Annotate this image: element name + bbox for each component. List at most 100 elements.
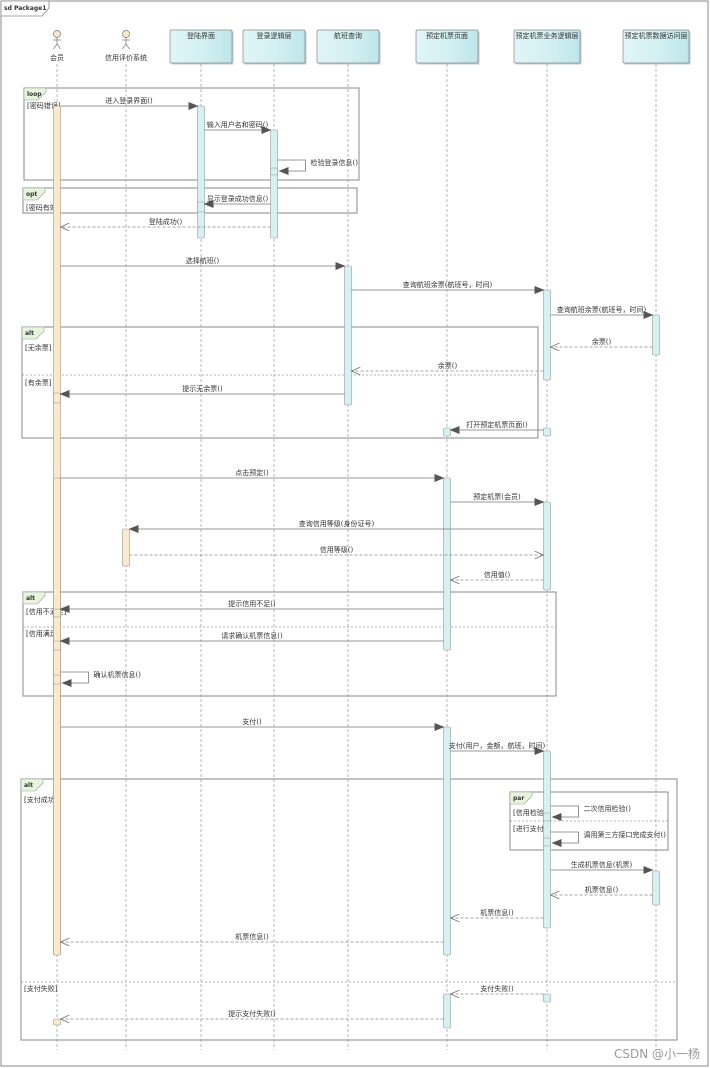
activation-bar [53,1018,61,1026]
message-label: 余票() [438,361,458,370]
fragment-guard: [密码有效] [26,203,60,212]
message: 调用第三方接口完成支付() [550,830,666,847]
message: 查询信用等级(身份证号) [128,519,544,533]
message-label: 信用等级() [320,545,354,554]
actor-legs-icon [122,43,130,50]
message-label: 提示信用不足() [228,599,276,608]
lifeline-label: 登录逻辑层 [257,31,292,40]
fragment-border [20,778,678,1041]
message: 支付() [60,717,445,731]
activation-bar [53,392,61,404]
fragment-border [22,591,557,697]
self-message-arrow [277,159,306,175]
message: 机票信息() [61,932,444,942]
lifeline-label: 预定机票页面 [426,31,468,40]
message: 请求确认机票信息() [59,631,444,645]
activation-bar [53,477,61,956]
message-label: 二次信用检验() [584,804,632,813]
lifeline-flight_query: 航班查询 [316,29,381,1050]
message-label: 查询信用等级(身份证号) [299,519,375,528]
message-label: 支付() [242,717,262,726]
fragment-operator: alt [26,595,35,602]
activation-bar [344,265,352,406]
message-label: 点击预定() [235,468,269,477]
activation-bar [543,289,551,381]
message-label: 提示支付失败() [228,1009,276,1018]
activation-bar [53,608,61,618]
message: 生成机票信息(机票) [550,860,654,874]
fragment-alt: alt[无余票][有余票] [21,326,539,439]
lifeline-label: 预定机票业务逻辑层 [516,31,579,40]
message-label: 机票信息() [235,932,269,941]
fragment-operator: opt [26,191,37,198]
message-label: 选择航班() [186,256,220,265]
watermark: CSDN @小一杨 [613,1047,700,1061]
activation-bar [197,105,205,239]
activation-bar [270,129,278,239]
lifeline-booking_dao: 预定机票数据访问层 [622,29,691,1050]
message: 提示信用不足() [59,599,444,613]
message-label: 预定机票(会员) [473,492,521,501]
message: 机票信息() [451,908,544,918]
message-label: 登陆成功() [149,217,183,226]
message: 确认机票信息() [60,670,141,687]
message-label: 查询航班余票(航班号，时间) [403,280,493,289]
message: 余票() [551,337,653,347]
fragment-tag [21,326,45,340]
self-message-arrow [550,831,579,847]
message-label: 提示无余票() [182,384,223,393]
message: 提示支付失败() [61,1009,444,1019]
fragment-tag [509,791,533,805]
lifeline-box [169,29,233,64]
activation-bar [443,993,451,1029]
lifeline-box [316,29,380,64]
frame-title-tab [0,0,50,17]
message: 预定机票(会员) [450,492,545,506]
activation-bar [53,640,61,651]
message-label: 打开预定机票页面() [466,420,528,429]
lifeline-label: 航班查询 [334,31,362,40]
lifeline-box [513,29,581,64]
lifeline-login_ui: 登陆界面 [169,29,234,1050]
actor-label: 信用评价系统 [105,53,147,62]
message: 打开预定机票页面() [449,420,544,434]
message-label: 机票信息() [480,908,514,917]
message-label: 显示登录成功信息() [207,194,269,203]
activation-bar [543,993,551,1003]
fragment-operator: par [513,795,524,802]
message: 检验登录信息() [277,158,359,175]
fragment-operator: alt [24,782,33,789]
fragment-guard: [信用不满足] [26,607,67,616]
lifeline-label: 登陆界面 [187,31,215,40]
fragment-guard: [无余票] [25,343,52,352]
actor-legs-icon [53,43,61,50]
fragment-guard: [支付成功] [24,795,58,804]
message: 登陆成功() [61,217,271,227]
lifeline-booking_page: 预定机票页面 [415,29,480,1050]
activation-bar [543,501,551,591]
fragment-operator: loop [27,91,42,98]
activation-bar [443,427,451,437]
fragment-par: par[信用检验][进行支付] [509,791,669,851]
message: 点击预定() [60,468,445,482]
lifeline-box [622,29,690,64]
message-label: 机票信息() [585,885,619,894]
message-label: 请求确认机票信息() [221,631,283,640]
fragment-alt: alt [信用不满足] [信用满足] [22,591,557,697]
message-label: 余票() [592,337,612,346]
message-label: 输入用户名和密码() [207,120,269,129]
fragment-guard: [信用满足] [26,629,60,638]
message: 余票() [352,361,544,371]
message: 选择航班() [60,256,346,270]
message: 信用值() [451,570,544,580]
message: 进入登录界面() [60,96,199,110]
fragment-guard: [支付失败] [24,984,58,993]
activation-bar [197,201,205,213]
activation-bar [543,812,551,822]
fragment-tag [22,187,46,201]
message-label: 检验登录信息() [311,158,359,167]
message: 机票信息() [551,885,653,895]
fragment-border [22,187,358,214]
message: 输入用户名和密码() [204,120,272,134]
